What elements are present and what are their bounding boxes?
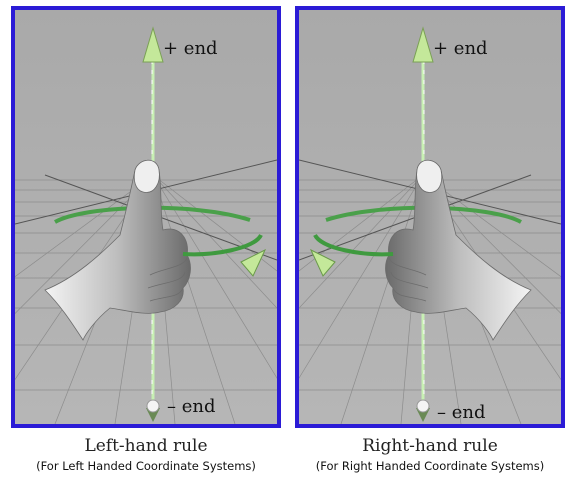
left-hand-rule-panel: + end – end	[11, 6, 281, 428]
minus-end-label: – end	[437, 402, 486, 423]
minus-arrowhead	[146, 408, 160, 422]
right-hand-illustration	[299, 10, 561, 424]
right-subcaption: (For Right Handed Coordinate Systems)	[315, 459, 545, 473]
rotation-arc-front	[182, 233, 263, 257]
minus-end-label: – end	[167, 396, 216, 417]
right-hand	[385, 159, 532, 341]
plus-end-label: + end	[163, 38, 218, 59]
rotation-arrowhead	[309, 248, 336, 277]
right-caption: Right-hand rule	[362, 436, 498, 456]
left-caption: Left-hand rule	[84, 436, 208, 456]
left-hand	[44, 159, 191, 341]
rotation-arrowhead	[240, 248, 267, 277]
plus-arrowhead	[412, 26, 434, 63]
left-hand-illustration	[15, 10, 277, 424]
left-subcaption: (For Left Handed Coordinate Systems)	[36, 459, 256, 473]
right-hand-rule-panel: + end – end	[295, 6, 565, 428]
plus-arrowhead	[142, 26, 164, 63]
plus-end-label: + end	[433, 38, 488, 59]
minus-arrowhead	[416, 408, 430, 422]
rotation-arc-front	[313, 233, 394, 257]
